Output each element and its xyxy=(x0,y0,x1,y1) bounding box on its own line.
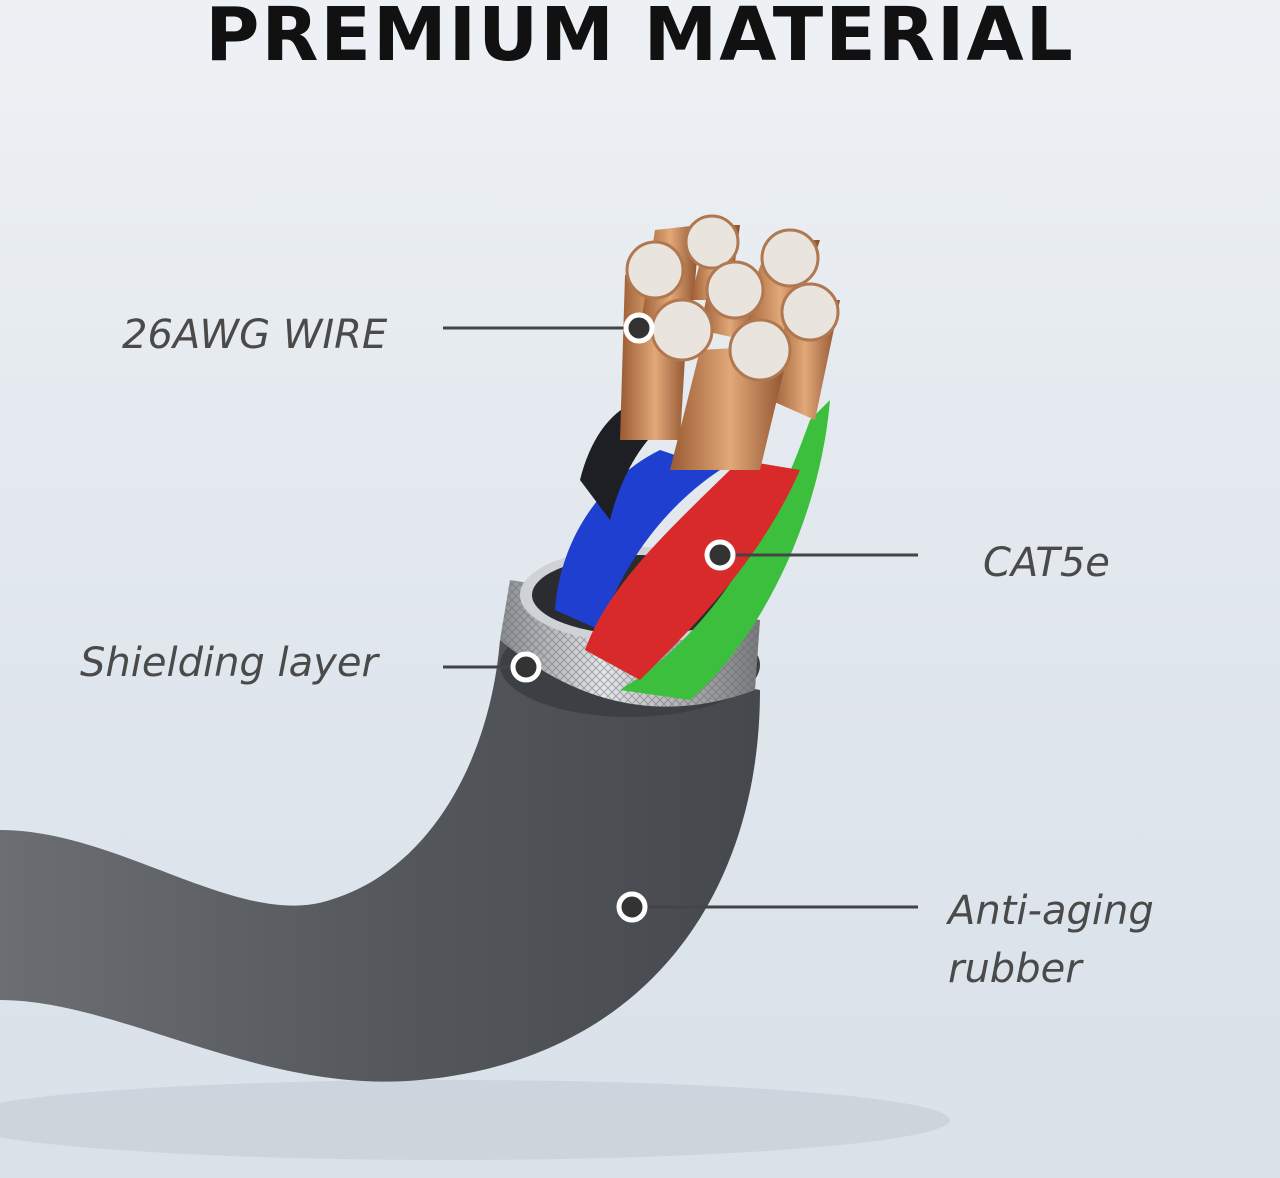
red-wire xyxy=(585,460,800,680)
page-title: PREMIUM MATERIAL xyxy=(205,0,1075,78)
green-wire xyxy=(620,400,830,700)
blue-wire xyxy=(555,450,720,630)
rubber-label-line2: rubber xyxy=(948,946,1082,992)
cat5e-label: CAT5e xyxy=(983,540,1110,586)
rubber-marker xyxy=(616,891,648,923)
wire-marker xyxy=(623,312,655,344)
shadow xyxy=(0,1080,950,1160)
shielding-label: Shielding layer xyxy=(80,640,378,686)
cat-marker xyxy=(704,539,736,571)
rubber-label-line1: Anti-aging xyxy=(948,888,1154,934)
shield-marker xyxy=(510,651,542,683)
wire-label: 26AWG WIRE xyxy=(122,312,388,358)
rubber-jacket xyxy=(0,640,760,1082)
